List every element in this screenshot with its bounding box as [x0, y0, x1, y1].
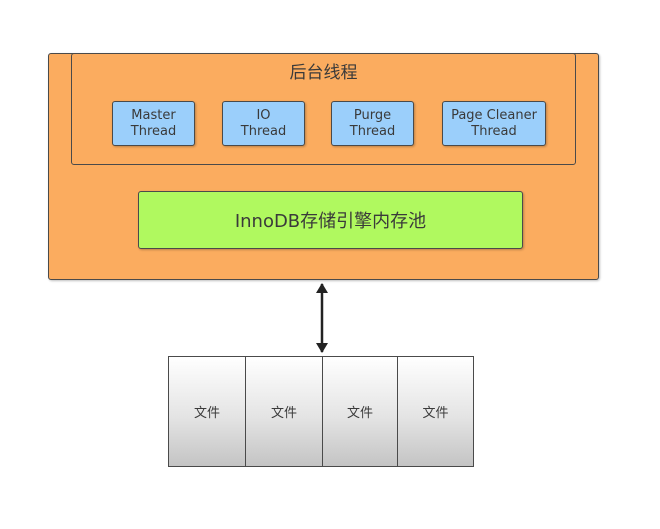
- file-box-2: 文件: [245, 356, 323, 467]
- io-thread-label-line1: IO: [256, 107, 271, 123]
- page-cleaner-thread-box: Page Cleaner Thread: [442, 101, 546, 146]
- page-cleaner-thread-label-line1: Page Cleaner: [451, 107, 537, 123]
- buffer-pool-label: InnoDB存储引擎内存池: [234, 211, 427, 232]
- file-label-2: 文件: [270, 406, 297, 421]
- purge-thread-label-line1: Purge: [353, 107, 392, 123]
- io-thread-box: IO Thread: [222, 101, 305, 146]
- background-threads-title: 后台线程: [289, 63, 358, 83]
- file-label-4: 文件: [422, 406, 449, 421]
- purge-thread-box: Purge Thread: [331, 101, 414, 146]
- master-thread-label-line2: Thread: [130, 123, 177, 139]
- master-thread-box: Master Thread: [112, 101, 195, 146]
- file-box-3: 文件: [322, 356, 398, 467]
- file-box-1: 文件: [168, 356, 246, 467]
- file-box-4: 文件: [397, 356, 474, 467]
- file-label-1: 文件: [193, 406, 220, 421]
- io-thread-label-line2: Thread: [240, 123, 287, 139]
- innodb-buffer-pool-box: InnoDB存储引擎内存池: [138, 191, 523, 249]
- purge-thread-label-line2: Thread: [349, 123, 396, 139]
- page-cleaner-thread-label-line2: Thread: [471, 123, 517, 139]
- file-label-3: 文件: [346, 406, 373, 421]
- master-thread-label-line1: Master: [131, 107, 176, 123]
